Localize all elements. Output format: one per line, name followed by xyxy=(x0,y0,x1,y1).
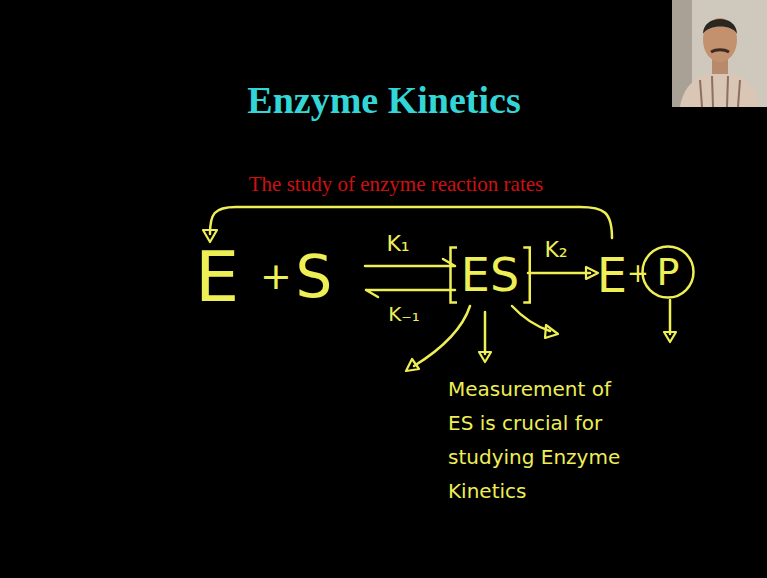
shirt-stripes xyxy=(700,76,740,107)
forward-arrow xyxy=(365,259,455,266)
webcam-inset xyxy=(672,0,767,107)
species-symbol: ES xyxy=(461,252,519,298)
catalysis-arrow xyxy=(528,272,590,275)
arrow-head xyxy=(586,267,598,279)
rate-constant: K₋₁ xyxy=(388,304,420,324)
arrow-heads xyxy=(203,230,676,371)
measure-arrow xyxy=(484,312,487,354)
measure-arrow xyxy=(512,306,550,331)
reverse-arrow xyxy=(366,290,455,297)
circle-outline xyxy=(643,247,694,298)
left-bracket xyxy=(450,248,457,303)
product-circle: P xyxy=(641,245,695,299)
slide-subtitle: The study of enzyme reaction rates xyxy=(249,174,543,195)
recycle-arrow xyxy=(210,207,612,238)
arrow-head xyxy=(479,352,491,362)
complex-bracket: ES xyxy=(449,246,531,304)
presenter-moustache xyxy=(711,50,729,52)
presenter-head xyxy=(703,18,737,62)
webcam-background xyxy=(672,0,767,107)
rate-constant: K₁ xyxy=(386,233,409,255)
presenter-hair xyxy=(703,19,737,34)
species-symbol: S xyxy=(296,248,333,306)
arrow-head xyxy=(406,359,419,371)
arrow-head xyxy=(545,325,558,338)
slide-title: Enzyme Kinetics xyxy=(247,78,520,122)
plus-sign: + xyxy=(260,257,292,295)
arrow-head xyxy=(203,230,217,242)
species-symbol: E xyxy=(195,242,239,312)
species-symbol: P xyxy=(657,253,680,291)
arrow-head xyxy=(664,332,676,342)
species-symbol: E xyxy=(597,251,627,299)
right-bracket xyxy=(523,248,530,303)
arrow-strokes xyxy=(210,207,670,366)
presenter-shirt xyxy=(680,72,760,107)
rate-constant: K₂ xyxy=(544,239,567,261)
handwritten-note: Measurement of ES is crucial for studyin… xyxy=(448,372,638,508)
measure-arrow xyxy=(669,300,672,334)
measure-arrow xyxy=(414,306,470,366)
